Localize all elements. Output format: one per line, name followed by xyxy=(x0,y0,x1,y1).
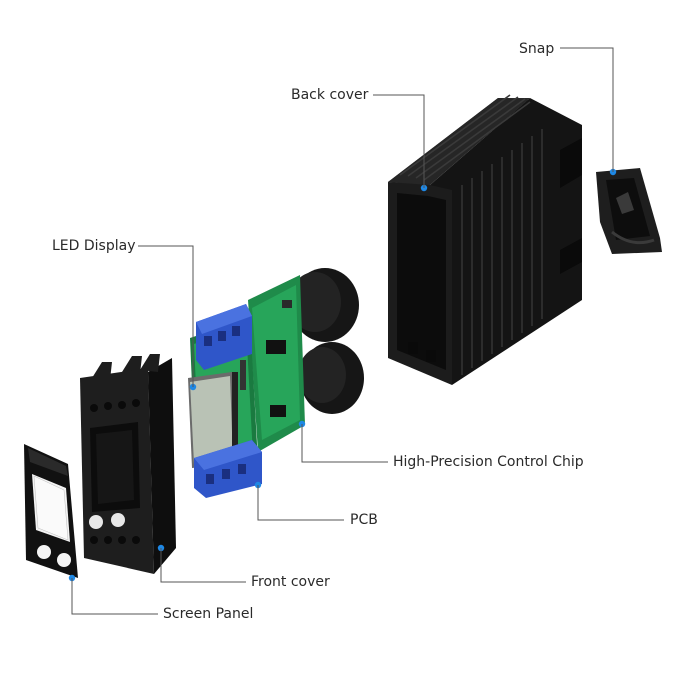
back-cover xyxy=(388,94,582,385)
label-control-chip: High-Precision Control Chip xyxy=(393,454,584,470)
pcb-assembly xyxy=(188,268,364,498)
label-snap: Snap xyxy=(519,41,555,57)
label-screen-panel: Screen Panel xyxy=(163,606,254,622)
leader-lines xyxy=(71,47,614,615)
label-back-cover: Back cover xyxy=(291,87,369,103)
screen-panel xyxy=(24,444,78,582)
front-cover xyxy=(80,354,176,574)
snap xyxy=(596,168,662,254)
label-led-display: LED Display xyxy=(52,238,136,254)
label-pcb: PCB xyxy=(350,512,378,528)
label-front-cover: Front cover xyxy=(251,574,330,590)
